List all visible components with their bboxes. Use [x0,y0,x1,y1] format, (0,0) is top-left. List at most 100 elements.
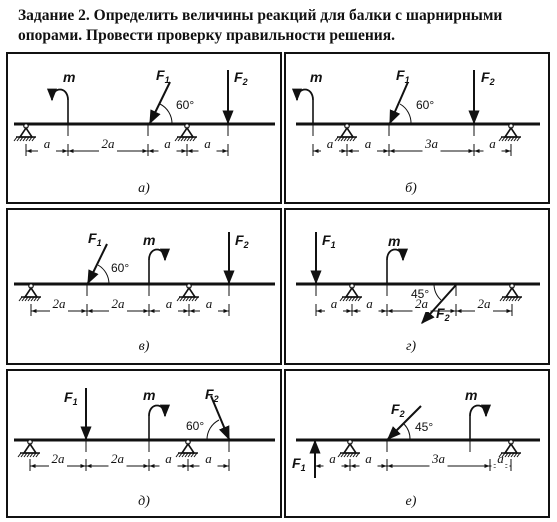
pin-support [175,439,198,458]
dimension-label: 2a [53,296,67,311]
dimension-gap [475,310,493,312]
panel-caption: д) [138,494,150,509]
dimension-gap [200,310,218,312]
moment-m-label: m [465,387,477,403]
dimension-label: 2a [112,296,126,311]
pin-support [498,123,521,142]
force-F1-label: F1 [156,67,170,85]
dimension-label: 2a [478,296,492,311]
dimension-gap [323,465,342,467]
dimension-label: a [164,136,171,151]
pin-support [13,123,36,142]
dimension-label: a [166,296,173,311]
pin-support [18,283,41,302]
angle-F2-arc [206,419,220,441]
dimension-gap [360,310,379,312]
force-F2-label: F2 [235,232,249,250]
force-F2-label: F2 [234,69,248,87]
force-F1-label: F1 [292,455,306,473]
dimension-gap [159,465,178,467]
panel-frame [284,369,550,518]
force-F2-label: F2 [436,305,450,323]
dimension-gap [108,465,127,467]
panel-g: F1 mF2 45° a a 2a 2a г) [284,208,550,365]
force-F2-arrow [210,395,230,441]
dimension-label: a [331,296,338,311]
angle-F2-arc [403,423,411,441]
angle-F1-arc [159,103,173,125]
panel-caption: в) [139,339,150,354]
angle-F1-value: 60° [111,261,129,275]
angle-F1-arc [97,264,110,285]
dimension-gap [49,465,67,467]
dimension-gap [99,150,117,152]
dimension-gap [109,310,127,312]
force-F1-label: F1 [322,232,336,250]
moment-m-label: m [310,69,322,85]
dimension-gap [50,310,68,312]
task-number: Задание 2. [18,7,90,24]
dimension-gap [359,150,377,152]
pin-support [499,283,522,302]
force-F1-label: F1 [88,230,102,248]
panel-caption: а) [138,181,150,196]
force-F1-arrow [149,81,171,125]
panel-frame [284,208,550,365]
dimension-label: a [327,136,334,151]
moment-m-label: m [143,387,155,403]
dimension-label: a [204,136,211,151]
angle-F2-arc [433,283,442,301]
force-F1-label: F1 [64,389,78,407]
moment-m-arrow [46,88,69,102]
pin-support [337,439,360,458]
force-F1-arrow [87,243,108,285]
moment-m-arrow [148,404,171,418]
task-body: Определить величины реакций для балки с … [18,7,503,44]
moment-m-label: m [388,233,400,249]
panel-frame [6,52,282,204]
pin-support [17,439,40,458]
panel-caption: е) [406,494,417,509]
dimension-gap [491,465,510,467]
panel-caption: б) [405,181,417,196]
dimension-label: 2a [415,296,429,311]
dimension-label: a [489,136,496,151]
pin-support [334,123,357,142]
dimension-gap [325,310,343,312]
dimension-gap [321,150,339,152]
dimension-gap [483,150,502,152]
panel-frame [284,52,550,204]
dimension-label: a [329,451,336,466]
force-F1-label: F1 [396,67,410,85]
angle-F2-value: 45° [411,287,429,301]
moment-m-arrow [469,404,492,418]
force-F1-arrow [389,81,409,125]
dimension-gap [198,150,217,152]
dimension-gap [158,150,177,152]
force-F2-arrow [421,284,457,325]
moment-m-label: m [143,232,155,248]
dimension-label: 3a [431,451,446,466]
dimension-label: a [366,296,373,311]
dimension-gap [160,310,178,312]
dimension-label: a [497,451,504,466]
pin-support [176,283,199,302]
pin-support [339,283,362,302]
dimension-gap [429,465,448,467]
dimension-label: 2a [52,451,66,466]
moment-m-arrow [386,248,409,262]
angle-F2-value: 45° [415,420,433,434]
panel-caption: г) [406,339,416,354]
angle-F1-value: 60° [176,98,194,112]
dimension-label: a [205,451,212,466]
panel-frame [6,208,282,365]
force-F2-label: F2 [205,386,219,404]
moment-m-arrow [148,248,171,262]
dimension-gap [199,465,218,467]
